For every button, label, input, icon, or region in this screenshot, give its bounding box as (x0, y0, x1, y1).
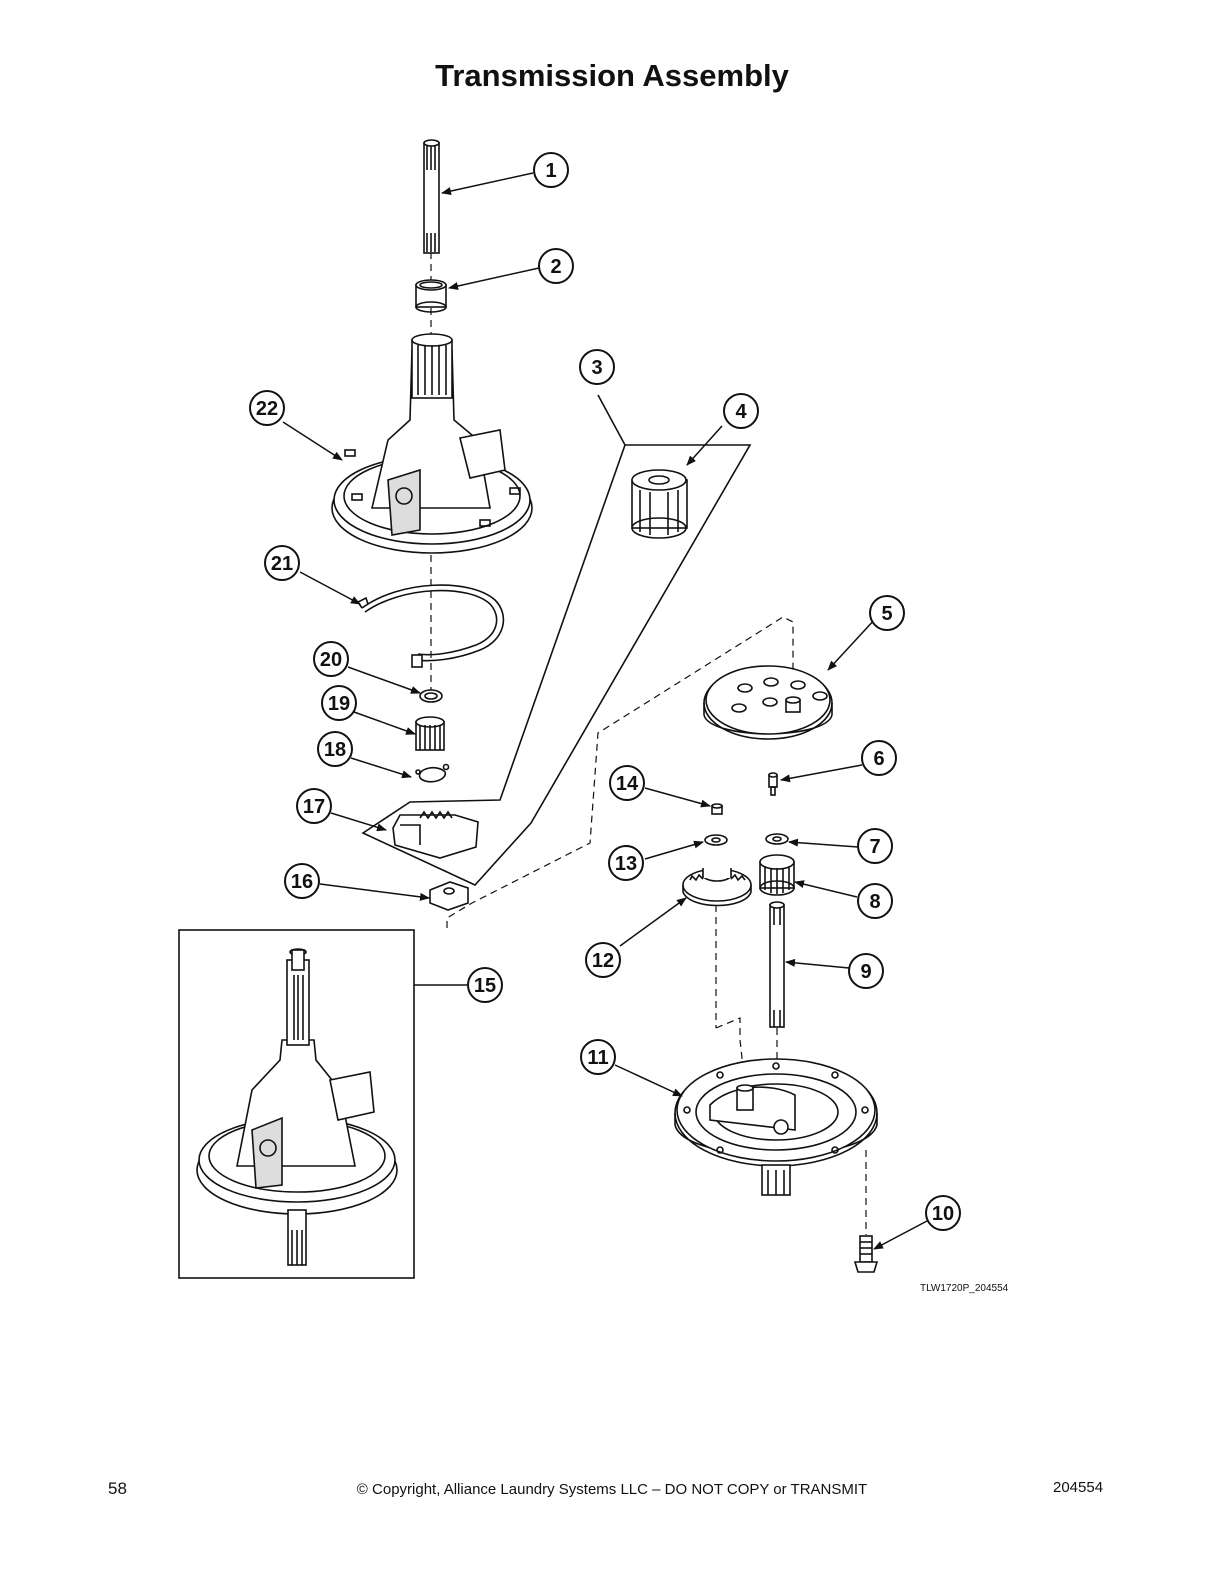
callout-circle (313, 641, 349, 677)
callout-number: 4 (735, 401, 747, 423)
callout-circle (869, 595, 905, 631)
part-transmission-housing (331, 333, 533, 554)
callout-19: 19 (321, 685, 357, 721)
callout-7: 7 (857, 828, 893, 864)
part-shaft (423, 139, 440, 254)
part-pinion-gear-19 (415, 716, 445, 751)
part-assembly-inset-15 (178, 929, 415, 1279)
callout-circle (723, 393, 759, 429)
callout-6: 6 (861, 740, 897, 776)
callout-2: 2 (538, 248, 574, 284)
callout-circle (249, 390, 285, 426)
callout-number: 5 (881, 603, 892, 625)
callout-number: 15 (474, 975, 496, 997)
callout-number: 7 (869, 836, 880, 858)
part-pin-6 (768, 772, 778, 796)
callout-10: 10 (925, 1195, 961, 1231)
callout-16: 16 (284, 863, 320, 899)
part-brake-band (356, 584, 505, 668)
part-gear-8 (759, 854, 795, 896)
callout-number: 21 (271, 553, 293, 575)
callout-circle (467, 967, 503, 1003)
callout-9: 9 (848, 953, 884, 989)
document-number: 204554 (1053, 1479, 1104, 1496)
callout-circle (861, 740, 897, 776)
callout-8: 8 (857, 883, 893, 919)
callout-circle (848, 953, 884, 989)
callout-number: 14 (616, 773, 639, 795)
callout-circle (533, 152, 569, 188)
callout-number: 9 (860, 961, 871, 983)
part-washer-7 (765, 833, 789, 845)
callout-11: 11 (580, 1039, 616, 1075)
callout-circle (580, 1039, 616, 1075)
callout-number: 16 (291, 871, 313, 893)
callout-number: 10 (932, 1203, 954, 1225)
part-screw-14 (711, 803, 723, 815)
callout-5: 5 (869, 595, 905, 631)
callout-circle (857, 883, 893, 919)
callout-13: 13 (608, 845, 644, 881)
callout-number: 17 (303, 796, 325, 818)
page-number: 58 (108, 1479, 127, 1498)
callout-3: 3 (579, 349, 615, 385)
callout-22: 22 (249, 390, 285, 426)
callout-number: 13 (615, 853, 637, 875)
callout-number: 20 (320, 649, 342, 671)
callout-number: 12 (592, 950, 614, 972)
part-block-16 (429, 881, 469, 911)
callout-12: 12 (585, 942, 621, 978)
drawing-code: TLW1720P_204554 (920, 1283, 1009, 1294)
callout-circle (585, 942, 621, 978)
leader-lines (282, 172, 928, 1250)
callout-circle (579, 349, 615, 385)
callout-1: 1 (533, 152, 569, 188)
callout-number: 19 (328, 693, 350, 715)
callout-circle (296, 788, 332, 824)
callout-14: 14 (609, 765, 645, 801)
part-bolt-10 (853, 1235, 879, 1273)
kit-outline (361, 394, 752, 886)
part-washer-13 (704, 834, 728, 846)
part-lower-housing-11 (674, 1058, 878, 1196)
part-rack-17 (392, 810, 479, 859)
part-cylinder-4 (631, 469, 688, 539)
callout-number: 22 (256, 398, 278, 420)
part-gear-12 (682, 868, 752, 907)
callout-circle (321, 685, 357, 721)
callout-number: 6 (873, 748, 884, 770)
callout-circle (317, 731, 353, 767)
callout-number: 1 (545, 160, 556, 182)
part-shaft-9 (769, 901, 785, 1028)
callout-number: 8 (869, 891, 880, 913)
part-plate-5 (703, 665, 833, 740)
callout-15: 15 (467, 967, 503, 1003)
callout-20: 20 (313, 641, 349, 677)
part-washer-20 (419, 689, 443, 703)
callout-circle (264, 545, 300, 581)
copyright-notice: © Copyright, Alliance Laundry Systems LL… (356, 1481, 868, 1498)
callout-number: 3 (591, 357, 602, 379)
callout-18: 18 (317, 731, 353, 767)
callout-number: 2 (550, 256, 561, 278)
callout-circle (284, 863, 320, 899)
part-retaining-ring-18 (415, 763, 450, 783)
callout-number: 18 (324, 739, 346, 761)
callout-number: 11 (587, 1047, 608, 1069)
callout-circle (538, 248, 574, 284)
page-title: Transmission Assembly (435, 58, 789, 93)
callout-4: 4 (723, 393, 759, 429)
callout-circle (609, 765, 645, 801)
callout-17: 17 (296, 788, 332, 824)
callout-circle (925, 1195, 961, 1231)
callout-circle (857, 828, 893, 864)
callout-circle (608, 845, 644, 881)
part-bushing (415, 279, 447, 313)
callout-21: 21 (264, 545, 300, 581)
